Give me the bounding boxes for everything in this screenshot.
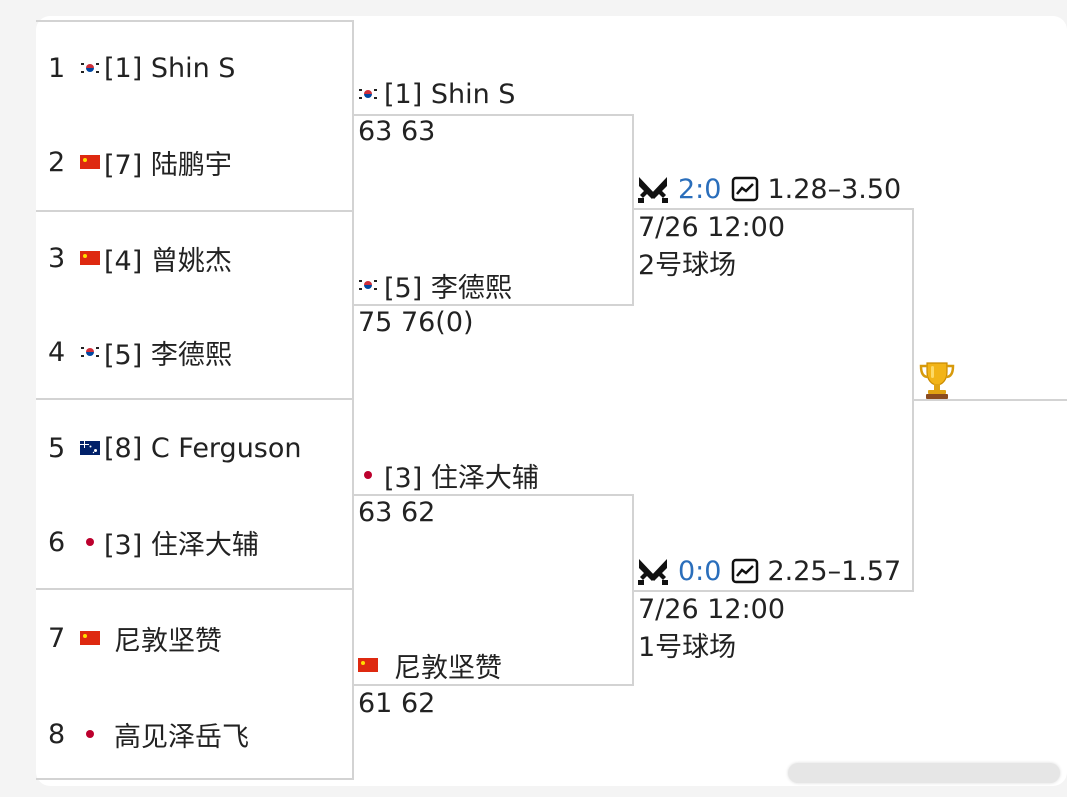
player-slot[interactable]: 4 [5] 李德熙 <box>48 332 232 372</box>
player-name: [3] 住泽大辅 <box>384 462 539 494</box>
flag-icon-au <box>80 441 100 455</box>
r2-player[interactable]: [1] Shin S <box>358 75 515 113</box>
seed-number: 5 <box>48 432 66 464</box>
odds-value: 2.25–1.57 <box>767 555 902 587</box>
player-slot[interactable]: 2 [7] 陆鹏宇 <box>48 142 232 182</box>
line-chart-icon <box>732 558 759 584</box>
connector-line <box>634 590 914 592</box>
flag-icon-kr <box>358 87 378 101</box>
flag-icon-kr <box>80 345 100 359</box>
flag-icon-kr <box>80 61 100 75</box>
seed-number: 8 <box>48 718 66 750</box>
crossed-swords-icon <box>638 177 668 203</box>
seed-number: 3 <box>48 242 66 274</box>
match-time: 7/26 12:00 <box>638 212 786 243</box>
player-slot[interactable]: 8 高见泽岳飞 <box>48 714 249 754</box>
match-court: 1号球场 <box>638 632 737 663</box>
flag-icon-cn <box>80 155 100 169</box>
player-name: [5] 李德熙 <box>384 272 512 304</box>
player-name: 高见泽岳飞 <box>114 721 249 753</box>
flag-icon-jp <box>80 535 100 549</box>
crossed-swords-icon <box>638 559 668 585</box>
seed-number: 1 <box>48 52 66 84</box>
flag-icon-jp <box>358 468 378 482</box>
connector-line <box>354 494 634 496</box>
connector-line <box>912 208 914 592</box>
player-name: [1] Shin S <box>384 78 516 110</box>
player-slot[interactable]: 3 [4] 曾姚杰 <box>48 238 232 278</box>
match-court: 2号球场 <box>638 250 737 281</box>
set-score: 61 62 <box>358 688 436 719</box>
line-chart-icon <box>732 176 759 202</box>
seed-number: 7 <box>48 622 66 654</box>
set-score: 63 63 <box>358 116 436 147</box>
match-time: 7/26 12:00 <box>638 594 786 625</box>
r1-match-box[interactable] <box>36 400 354 590</box>
flag-icon-kr <box>358 278 378 292</box>
trophy-icon[interactable] <box>918 360 956 400</box>
connector-line <box>914 399 1067 401</box>
flag-icon-cn <box>80 631 100 645</box>
r2-player[interactable]: [5] 李德熙 <box>358 266 512 304</box>
r2-player[interactable]: 尼敦坚赞 <box>358 646 502 684</box>
r1-match-box[interactable] <box>36 590 354 780</box>
flag-icon-cn <box>80 251 100 265</box>
player-name: 尼敦坚赞 <box>114 625 222 657</box>
r2-player[interactable]: [3] 住泽大辅 <box>358 456 539 494</box>
player-slot[interactable]: 6 [3] 住泽大辅 <box>48 522 259 562</box>
semi-header[interactable]: 2:0 1.28–3.50 <box>636 170 901 208</box>
connector-line <box>354 304 634 306</box>
seed-number: 2 <box>48 146 66 178</box>
r1-match-box[interactable] <box>36 210 354 400</box>
flag-icon-jp <box>80 727 100 741</box>
flag-icon-cn <box>358 658 378 672</box>
player-name: [4] 曾姚杰 <box>104 245 232 277</box>
player-name: [1] Shin S <box>104 52 236 84</box>
semi-header[interactable]: 0:0 2.25–1.57 <box>636 552 901 590</box>
player-name: [8] C Ferguson <box>104 432 302 464</box>
connector-line <box>632 114 634 306</box>
connector-line <box>634 208 914 210</box>
player-slot[interactable]: 5 [8] C Ferguson <box>48 428 302 468</box>
connector-line <box>354 684 634 686</box>
r1-match-box[interactable] <box>36 20 354 212</box>
player-name: [3] 住泽大辅 <box>104 529 259 561</box>
match-score[interactable]: 2:0 <box>678 173 722 205</box>
player-name: 尼敦坚赞 <box>394 652 502 684</box>
odds-value: 1.28–3.50 <box>767 173 902 205</box>
match-score[interactable]: 0:0 <box>678 555 722 587</box>
connector-line <box>354 114 634 116</box>
seed-number: 6 <box>48 526 66 558</box>
player-slot[interactable]: 1 [1] Shin S <box>48 48 235 88</box>
set-score: 63 62 <box>358 497 436 528</box>
seed-number: 4 <box>48 336 66 368</box>
player-name: [7] 陆鹏宇 <box>104 149 232 181</box>
connector-line <box>632 494 634 686</box>
home-indicator[interactable] <box>788 763 1060 783</box>
set-score: 75 76(0) <box>358 307 474 338</box>
player-name: [5] 李德熙 <box>104 339 232 371</box>
bracket-card <box>36 16 1067 786</box>
player-slot[interactable]: 7 尼敦坚赞 <box>48 618 222 658</box>
